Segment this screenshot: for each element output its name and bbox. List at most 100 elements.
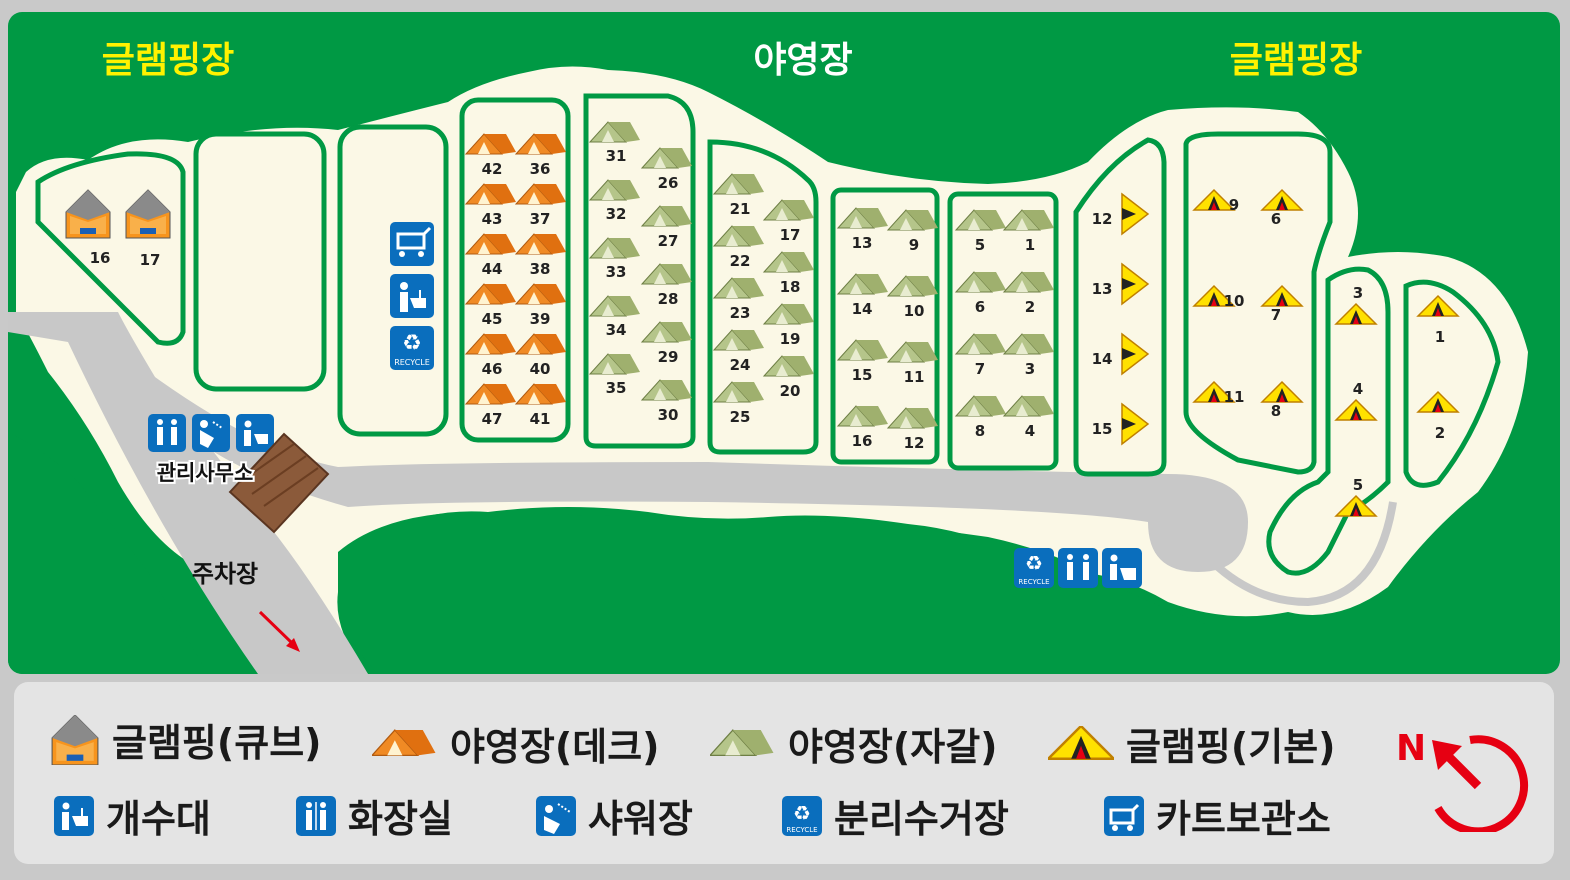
site-number: 37 — [530, 210, 551, 228]
campsite-21[interactable]: 21 — [713, 173, 765, 218]
cube-site-16[interactable]: 16 — [65, 189, 111, 267]
campsite-20[interactable]: 20 — [763, 355, 815, 400]
campsite-4[interactable]: 4 — [1003, 395, 1055, 440]
site-number: 6 — [1271, 210, 1281, 228]
campsite-1[interactable]: 1 — [1003, 209, 1055, 254]
campsite-43[interactable]: 43 — [465, 183, 517, 228]
campsite-26[interactable]: 26 — [641, 147, 693, 192]
cart-storage-icon[interactable] — [390, 222, 434, 266]
campsite-24[interactable]: 24 — [713, 329, 765, 374]
campsite-3[interactable]: 3 — [1335, 284, 1377, 325]
campsite-14[interactable]: 14 — [1092, 333, 1149, 375]
site-number: 3 — [1025, 360, 1035, 378]
site-number: 8 — [975, 422, 985, 440]
campsite-12[interactable]: 12 — [887, 407, 939, 452]
campsite-10[interactable]: 10 — [887, 275, 939, 320]
shower-icon[interactable] — [192, 414, 230, 452]
site-number: 39 — [530, 310, 551, 328]
campsite-11[interactable]: 11 — [1193, 381, 1244, 406]
campsite-42[interactable]: 42 — [465, 133, 517, 178]
campsite-13[interactable]: 13 — [837, 207, 889, 252]
campsite-30[interactable]: 30 — [641, 379, 693, 424]
campsite-15[interactable]: 15 — [1092, 403, 1149, 445]
campsite-33[interactable]: 33 — [589, 237, 641, 281]
campsite-3[interactable]: 3 — [1003, 333, 1055, 378]
zone-basic-2 — [1183, 131, 1333, 475]
campsite-34[interactable]: 34 — [589, 295, 641, 339]
campsite-17[interactable]: 17 — [763, 199, 815, 244]
campsite-22[interactable]: 22 — [713, 225, 765, 270]
campsite-45[interactable]: 45 — [465, 283, 517, 328]
legend-item-gravel: 야영장(자갈) — [710, 716, 998, 771]
title-campsite: 야영장 — [753, 40, 852, 81]
campsite-15[interactable]: 15 — [837, 339, 889, 384]
campsite-1[interactable]: 1 — [1417, 295, 1459, 346]
campsite-5[interactable]: 5 — [1335, 476, 1377, 517]
campsite-11[interactable]: 11 — [887, 341, 939, 386]
campsite-32[interactable]: 32 — [589, 179, 641, 223]
campsite-2[interactable]: 2 — [1003, 271, 1055, 316]
site-number: 16 — [852, 432, 873, 450]
site-number: 31 — [606, 147, 627, 165]
legend-item-sink: 개수대 — [54, 788, 211, 843]
parking-label: 주차장 — [192, 560, 258, 588]
campsite-2[interactable]: 2 — [1417, 391, 1459, 442]
campsite-31[interactable]: 31 — [589, 121, 641, 165]
recycle-label: RECYCLE — [394, 358, 430, 367]
campsite-8[interactable]: 8 — [955, 395, 1007, 440]
campsite-10[interactable]: 10 — [1193, 285, 1244, 310]
sink-icon[interactable] — [236, 414, 274, 452]
site-number: 29 — [658, 348, 679, 366]
campsite-41[interactable]: 41 — [515, 383, 567, 428]
campsite-44[interactable]: 44 — [465, 233, 517, 278]
zone-basic-3 — [1266, 266, 1391, 576]
campsite-39[interactable]: 39 — [515, 283, 567, 328]
campsite-47[interactable]: 47 — [465, 383, 517, 428]
campsite-38[interactable]: 38 — [515, 233, 567, 278]
campsite-25[interactable]: 25 — [713, 381, 765, 426]
office-label: 관리사무소 — [157, 461, 254, 485]
site-number: 8 — [1271, 402, 1281, 420]
campsite-28[interactable]: 28 — [641, 263, 693, 308]
campsite-40[interactable]: 40 — [515, 333, 567, 378]
recycle-icon[interactable]: ♻ RECYCLE — [390, 326, 434, 370]
campsite-5[interactable]: 5 — [955, 209, 1007, 254]
campsite-13[interactable]: 13 — [1092, 263, 1149, 305]
site-number: 26 — [658, 174, 679, 192]
site-number: 4 — [1025, 422, 1035, 440]
campsite-4[interactable]: 4 — [1335, 380, 1377, 421]
campsite-23[interactable]: 23 — [713, 277, 765, 322]
sink-icon[interactable] — [390, 274, 434, 318]
site-number: 17 — [140, 251, 161, 269]
campsite-12[interactable]: 12 — [1092, 193, 1149, 235]
campsite-9[interactable]: 9 — [1193, 189, 1239, 214]
cube-site-17[interactable]: 17 — [125, 189, 171, 269]
campsite-8[interactable]: 8 — [1261, 381, 1303, 420]
campsite-37[interactable]: 37 — [515, 183, 567, 228]
campsite-16[interactable]: 16 — [837, 405, 889, 450]
campsite-27[interactable]: 27 — [641, 205, 693, 250]
campsite-6[interactable]: 6 — [955, 271, 1007, 316]
campsite-46[interactable]: 46 — [465, 333, 517, 378]
campsite-36[interactable]: 36 — [515, 133, 567, 178]
site-number: 33 — [606, 263, 627, 281]
campsite-7[interactable]: 7 — [955, 333, 1007, 378]
site-number: 16 — [90, 249, 111, 267]
legend-label: 야영장(자갈) — [788, 725, 998, 769]
campsite-7[interactable]: 7 — [1261, 285, 1303, 324]
legend-item-deck: 야영장(데크) — [372, 716, 660, 771]
campsite-14[interactable]: 14 — [837, 273, 889, 318]
sink-icon[interactable] — [1102, 548, 1142, 588]
campsite-6[interactable]: 6 — [1261, 189, 1303, 228]
toilet-icon[interactable] — [148, 414, 186, 452]
management-office-building[interactable] — [228, 432, 330, 534]
campsite-35[interactable]: 35 — [589, 353, 641, 397]
campsite-9[interactable]: 9 — [887, 209, 939, 254]
toilet-icon[interactable] — [1058, 548, 1098, 588]
recycle-icon[interactable]: ♻ RECYCLE — [1014, 548, 1054, 588]
campsite-18[interactable]: 18 — [763, 251, 815, 296]
campsite-19[interactable]: 19 — [763, 303, 815, 348]
campsite-29[interactable]: 29 — [641, 321, 693, 366]
